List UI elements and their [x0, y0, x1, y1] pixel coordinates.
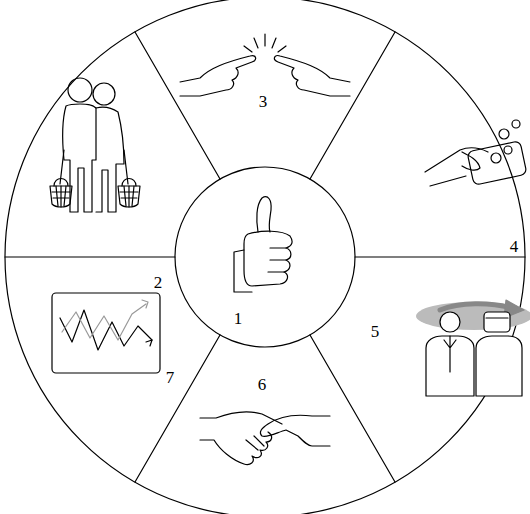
callout-number: 4 [510, 238, 519, 255]
card-payment-icon [425, 120, 527, 186]
callout-number: 7 [166, 369, 175, 386]
chart-icon [52, 293, 160, 373]
thumbs-up-icon [234, 197, 292, 292]
callout-number: 1 [234, 310, 243, 327]
touching-fingers-icon [180, 34, 350, 96]
sector-dividers [5, 32, 525, 482]
inner-circle [175, 167, 355, 347]
callout-number: 3 [259, 93, 268, 110]
callout-number: 6 [258, 376, 267, 393]
callout-number: 2 [154, 274, 163, 291]
outer-circle [5, 0, 525, 514]
handshake-icon [200, 412, 330, 465]
exchange-persons-icon [416, 300, 530, 396]
couple-icon [50, 78, 140, 212]
callout-number: 5 [371, 323, 380, 340]
